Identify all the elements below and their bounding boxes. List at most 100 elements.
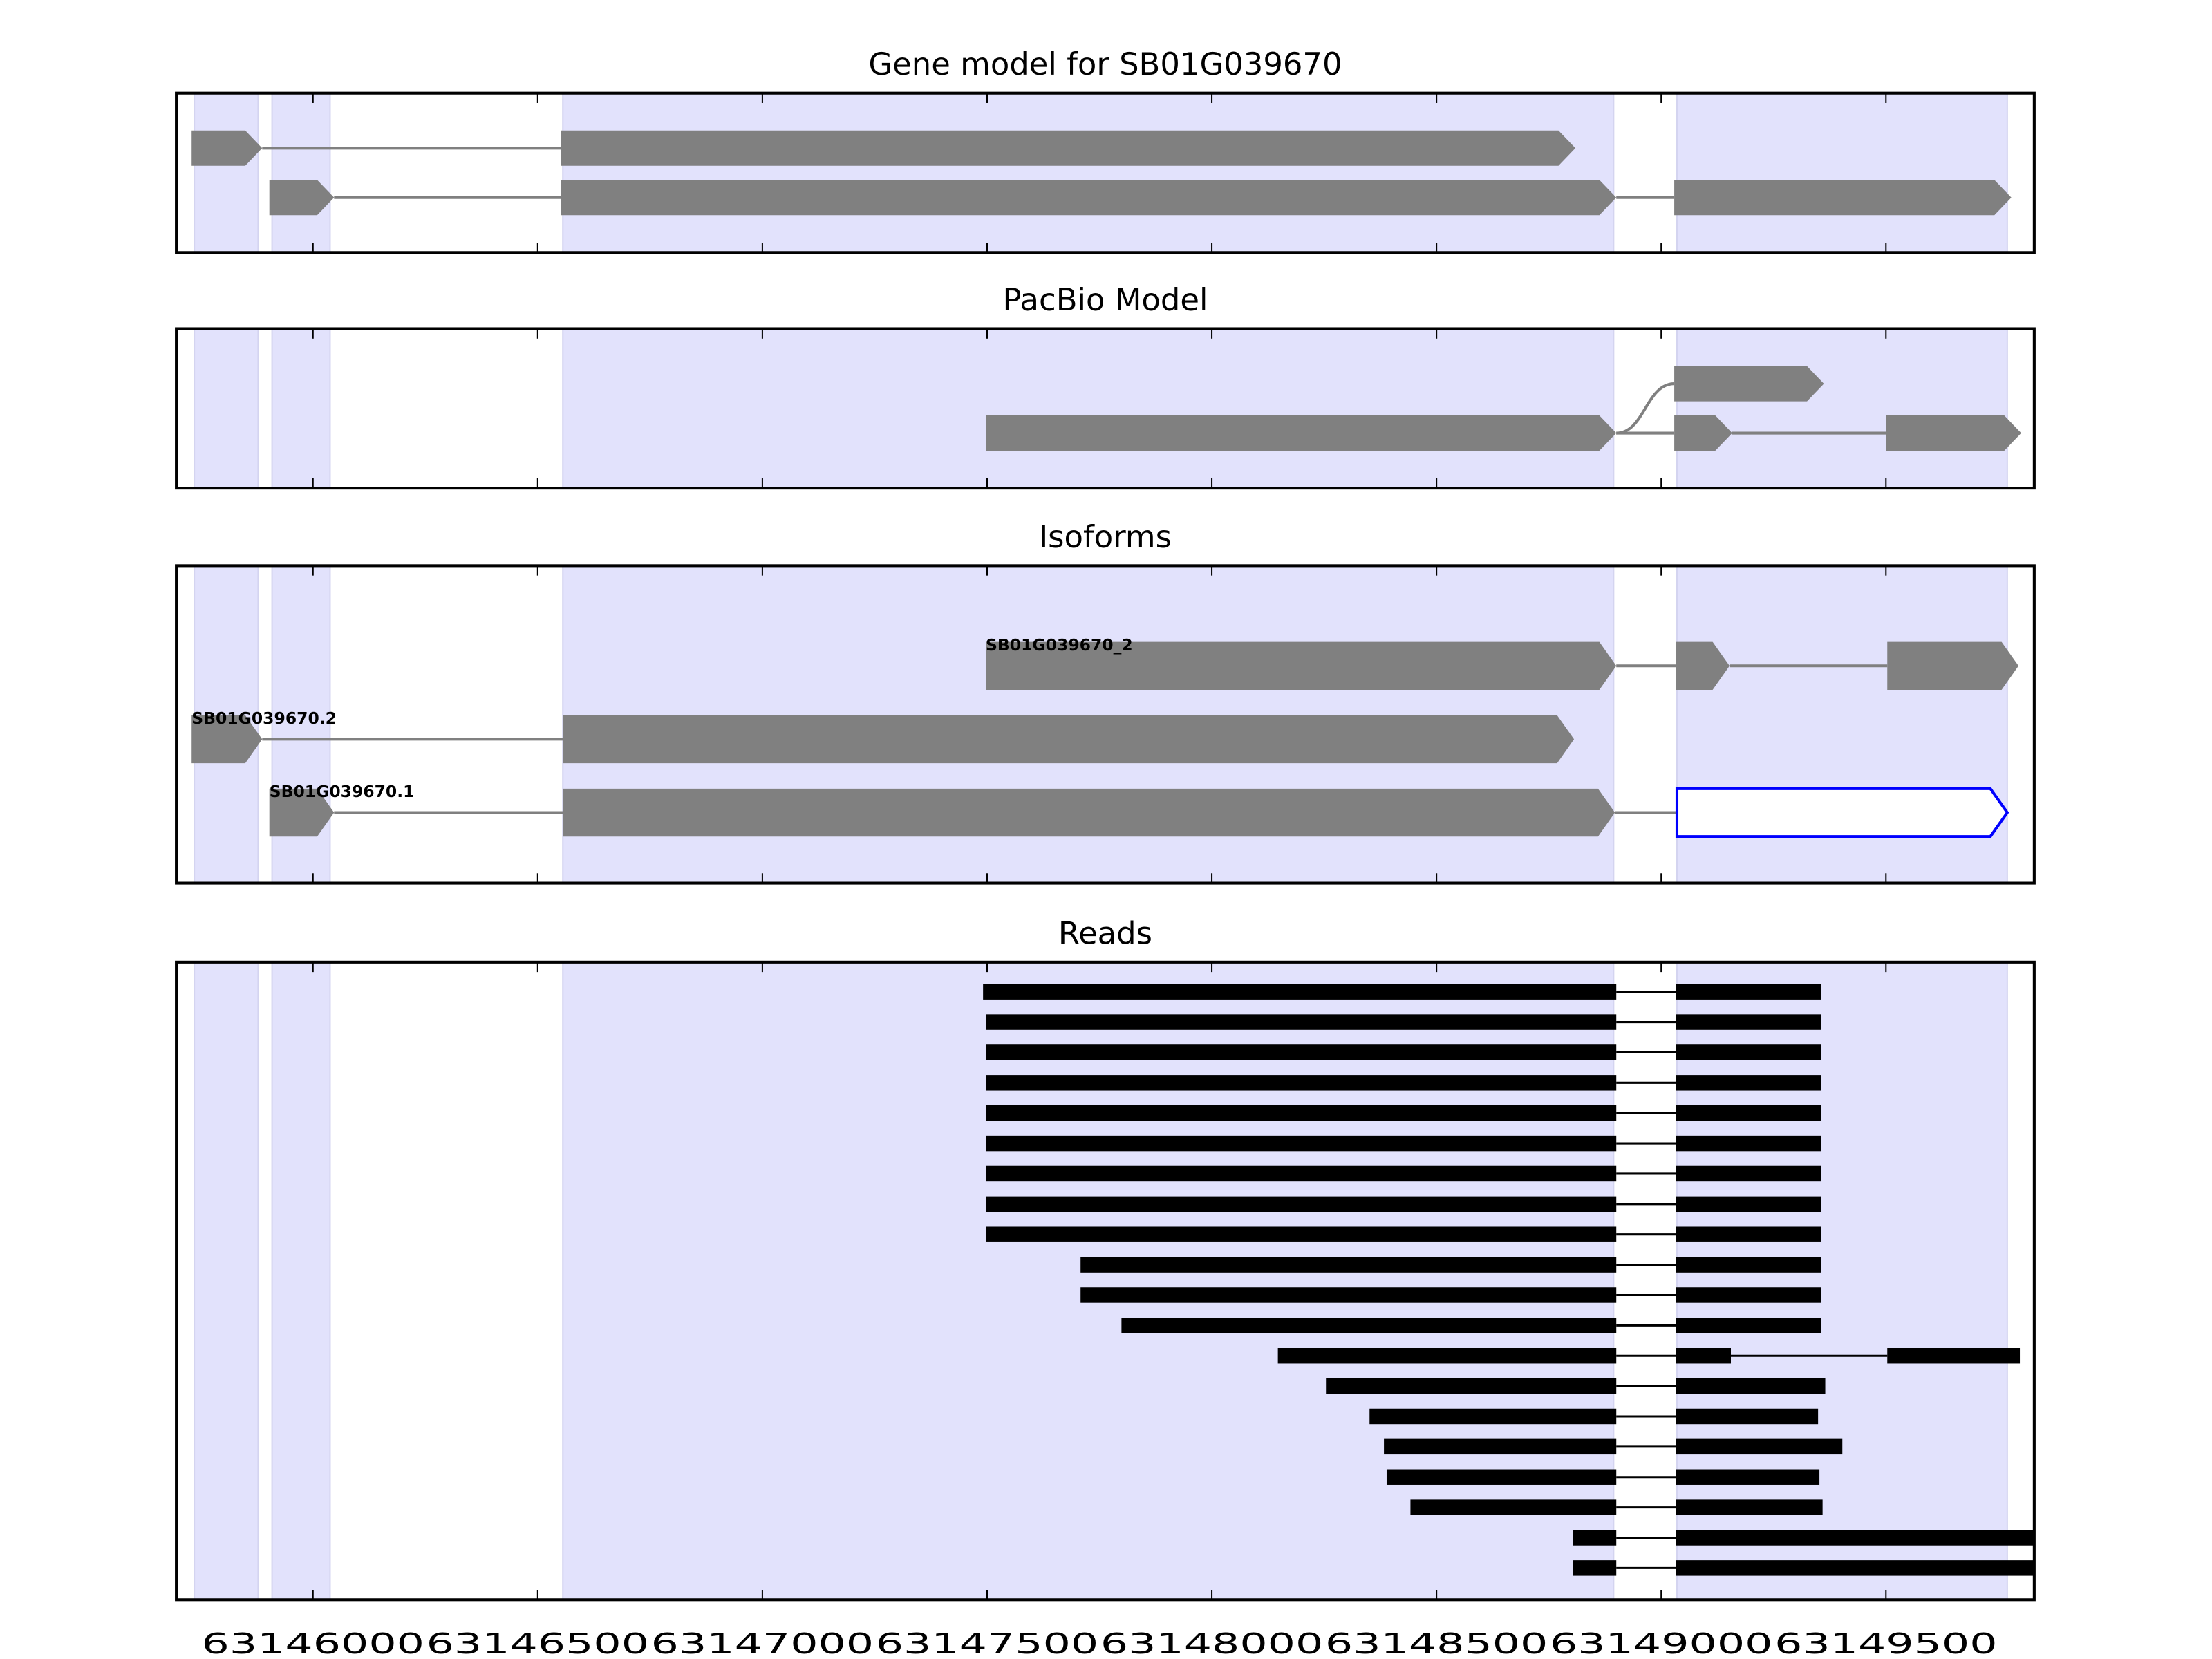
read-row bbox=[1121, 1318, 1821, 1333]
read-block bbox=[986, 1135, 1617, 1152]
x-tick-label: 63147000 bbox=[651, 1627, 874, 1659]
read-row bbox=[1277, 1348, 2021, 1364]
transcript bbox=[986, 415, 2022, 451]
read-row bbox=[986, 1226, 1821, 1242]
shaded-region bbox=[562, 328, 1615, 489]
read-block bbox=[1676, 1408, 1819, 1425]
panel-title: Gene model for SB01G039670 bbox=[868, 46, 1342, 82]
x-tick-label: 63147500 bbox=[876, 1627, 1098, 1659]
read-row bbox=[986, 1075, 1821, 1091]
read-block bbox=[1676, 1135, 1821, 1152]
read-block bbox=[1369, 1408, 1617, 1425]
read-row bbox=[1573, 1530, 2034, 1546]
shaded-region bbox=[1676, 92, 2008, 254]
read-block bbox=[1676, 1165, 1821, 1182]
read-row bbox=[1410, 1499, 1823, 1515]
exon bbox=[191, 130, 263, 166]
read-block bbox=[986, 1075, 1617, 1091]
read-block bbox=[1676, 1014, 1821, 1030]
panel-frame bbox=[175, 91, 2036, 254]
transcript: SB01G039670_2 bbox=[986, 635, 2019, 690]
read-row bbox=[986, 1196, 1821, 1212]
exon bbox=[1676, 641, 1730, 690]
shaded-region bbox=[1676, 328, 2008, 489]
read-block bbox=[986, 1014, 1617, 1030]
shaded-region bbox=[271, 961, 331, 1601]
read-row bbox=[986, 1014, 1821, 1030]
x-tick-label: 63149500 bbox=[1774, 1627, 1997, 1659]
shaded-region bbox=[194, 328, 259, 489]
read-block bbox=[1080, 1287, 1617, 1303]
panel-frame bbox=[175, 564, 2036, 885]
x-tick-label: 63146000 bbox=[202, 1627, 424, 1659]
shaded-region bbox=[562, 92, 1615, 254]
x-tick-label: 63148000 bbox=[1100, 1627, 1323, 1659]
transcript bbox=[191, 130, 1576, 166]
read-block bbox=[1676, 1257, 1821, 1273]
exon bbox=[1674, 415, 1732, 451]
read-block bbox=[1384, 1438, 1617, 1455]
read-block bbox=[1676, 1438, 1843, 1455]
shaded-region bbox=[562, 961, 1615, 1601]
exon bbox=[1887, 641, 2019, 690]
read-block bbox=[1080, 1257, 1617, 1273]
read-block bbox=[1386, 1469, 1617, 1485]
read-row bbox=[1326, 1378, 1826, 1394]
read-block bbox=[1676, 1075, 1821, 1091]
read-block bbox=[986, 1044, 1617, 1060]
x-tick-label: 63146500 bbox=[427, 1627, 649, 1659]
read-row bbox=[1080, 1287, 1821, 1303]
shaded-region bbox=[271, 328, 331, 489]
transcript: SB01G039670.1 bbox=[269, 782, 2009, 838]
read-block bbox=[1676, 984, 1821, 1000]
read-block bbox=[986, 1226, 1617, 1242]
transcript: SB01G039670.2 bbox=[191, 709, 1575, 764]
isoform-label: SB01G039670.2 bbox=[191, 709, 337, 728]
read-row bbox=[1384, 1438, 1843, 1455]
exon bbox=[561, 180, 1617, 216]
read-row bbox=[986, 1105, 1821, 1121]
panel-frame bbox=[175, 327, 2036, 490]
read-block bbox=[986, 1196, 1617, 1212]
panel-title: PacBio Model bbox=[1003, 281, 1208, 318]
read-block bbox=[1410, 1499, 1617, 1515]
exon bbox=[561, 130, 1576, 166]
read-row bbox=[1573, 1560, 2034, 1576]
shaded-region bbox=[1676, 961, 2008, 1601]
read-block bbox=[1121, 1318, 1617, 1333]
x-tick-label: 63148500 bbox=[1325, 1627, 1548, 1659]
read-block bbox=[1676, 1499, 1823, 1515]
read-row bbox=[986, 1044, 1821, 1060]
transcript bbox=[1616, 366, 1824, 435]
exon bbox=[1674, 366, 1824, 402]
transcript bbox=[269, 180, 2012, 216]
read-block bbox=[1676, 1378, 1826, 1394]
read-block bbox=[1676, 1226, 1821, 1242]
highlighted-exon bbox=[1675, 787, 2009, 838]
read-block bbox=[1676, 1318, 1821, 1333]
read-block bbox=[986, 1165, 1617, 1182]
exon bbox=[563, 788, 1615, 837]
x-tick-label: 63149000 bbox=[1550, 1627, 1772, 1659]
read-row bbox=[983, 984, 1821, 1000]
panel-1: PacBio Model bbox=[175, 281, 2036, 490]
splice-branch-line bbox=[1616, 382, 1675, 435]
read-row bbox=[1369, 1408, 1819, 1425]
isoform-label: SB01G039670_2 bbox=[986, 635, 1133, 655]
read-block bbox=[1676, 1348, 1732, 1364]
read-block bbox=[1676, 1196, 1821, 1212]
panel-0: Gene model for SB01G039670 bbox=[175, 46, 2036, 254]
panel-frame bbox=[175, 960, 2036, 1602]
read-block bbox=[1326, 1378, 1617, 1394]
read-block bbox=[1277, 1348, 1617, 1364]
read-block bbox=[1676, 1044, 1821, 1060]
read-row bbox=[986, 1135, 1821, 1152]
exon bbox=[986, 641, 1617, 690]
shaded-region bbox=[194, 961, 259, 1601]
shaded-region bbox=[194, 92, 259, 254]
read-block bbox=[986, 1105, 1617, 1121]
panel-2: IsoformsSB01G039670_2SB01G039670.2SB01G0… bbox=[175, 518, 2036, 885]
read-block bbox=[1887, 1348, 2021, 1364]
exon bbox=[1886, 415, 2022, 451]
